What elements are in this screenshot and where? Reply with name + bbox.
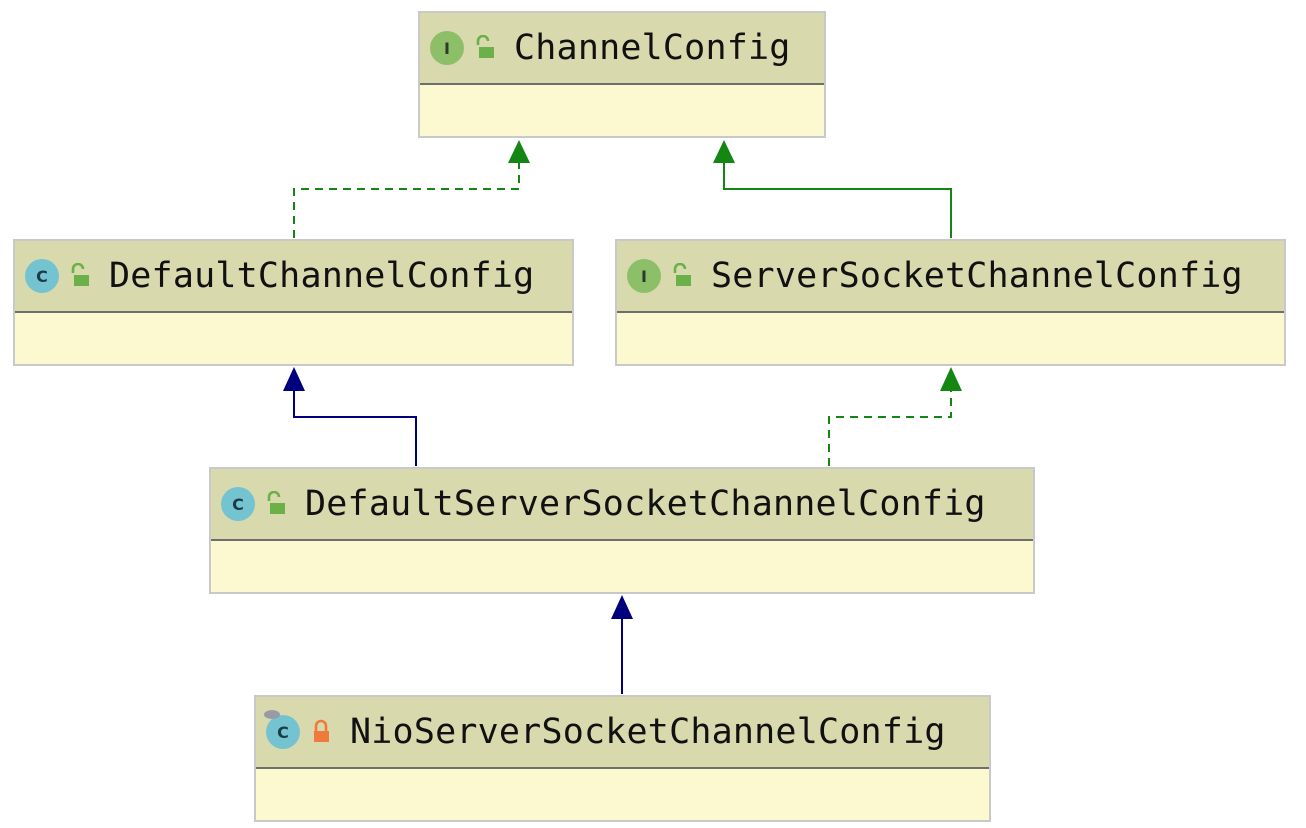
kind-letter: C — [277, 722, 289, 742]
node-defaultchannelconfig[interactable]: C DefaultChannelConfig — [13, 239, 574, 366]
kind-letter: C — [36, 266, 48, 286]
node-header: I ServerSocketChannelConfig — [617, 241, 1284, 313]
node-nioserversocketchannelconfig[interactable]: C NioServerSocketChannelConfig — [254, 695, 991, 822]
node-defaultserversocketchannelconfig[interactable]: C DefaultServerSocketChannelConfig — [209, 467, 1035, 594]
node-header: C NioServerSocketChannelConfig — [256, 697, 989, 769]
static-marker-icon — [264, 710, 280, 719]
node-members-compartment — [15, 313, 572, 363]
node-members-compartment — [211, 541, 1033, 591]
edge-serversocketchannelconfig-extends-channelconfig — [713, 140, 952, 238]
interface-icon: I — [430, 31, 464, 65]
class-name: DefaultServerSocketChannelConfig — [305, 484, 986, 524]
kind-letter: I — [641, 266, 647, 286]
edge-defaultchannelconfig-implements-channelconfig — [293, 140, 530, 238]
class-name: ChannelConfig — [514, 28, 791, 68]
node-header: I ChannelConfig — [420, 13, 824, 85]
interface-icon: I — [627, 259, 661, 293]
edge-nioserversocketchannelconfig-extends-defaultserversocketchannelconfig — [611, 595, 633, 694]
kind-letter: I — [444, 38, 450, 58]
class-icon: C — [221, 487, 255, 521]
class-icon: C — [264, 710, 300, 749]
edge-defaultserversocketchannelconfig-extends-defaultchannelconfig — [283, 367, 417, 466]
class-name: ServerSocketChannelConfig — [711, 256, 1243, 296]
class-name: NioServerSocketChannelConfig — [350, 712, 946, 752]
unlocked-lock-icon — [267, 491, 285, 514]
kind-letter: C — [232, 494, 244, 514]
node-members-compartment — [617, 313, 1284, 363]
unlocked-lock-icon — [71, 263, 89, 286]
edge-defaultserversocketchannelconfig-implements-serversocketchannelconfig — [828, 367, 962, 466]
class-name: DefaultChannelConfig — [109, 256, 535, 296]
node-header: C DefaultServerSocketChannelConfig — [211, 469, 1033, 541]
locked-lock-icon — [314, 719, 329, 742]
node-serversocketchannelconfig[interactable]: I ServerSocketChannelConfig — [615, 239, 1286, 366]
class-icon: C — [25, 259, 59, 293]
node-members-compartment — [420, 85, 824, 135]
node-header: C DefaultChannelConfig — [15, 241, 572, 313]
unlocked-lock-icon — [673, 263, 691, 286]
unlocked-lock-icon — [476, 35, 494, 58]
node-channelconfig[interactable]: I ChannelConfig — [418, 11, 826, 138]
node-members-compartment — [256, 769, 989, 819]
